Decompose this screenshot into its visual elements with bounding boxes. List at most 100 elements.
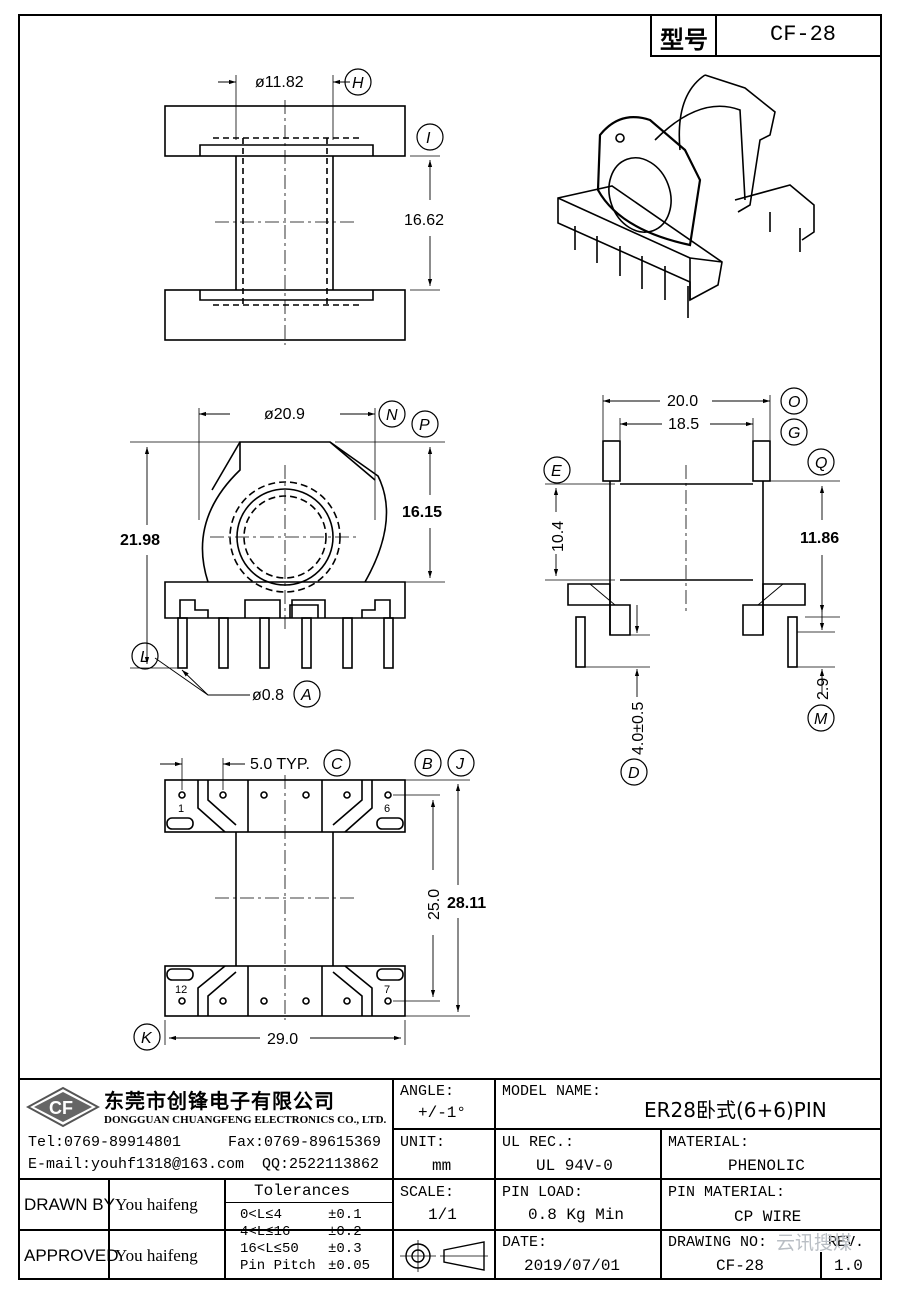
svg-text:Q: Q — [815, 455, 827, 472]
drawing-no-label: DRAWING NO: — [668, 1234, 768, 1251]
callout-d: D — [620, 758, 648, 786]
svg-text:L: L — [140, 649, 149, 666]
tol-value: ±0.2 — [328, 1224, 362, 1240]
company-email: E-mail:youhf1318@163.com — [28, 1156, 245, 1173]
callout-j: J — [447, 749, 475, 777]
pin-7-label: 7 — [384, 984, 390, 996]
scale-label: SCALE: — [400, 1184, 455, 1201]
dim-bottom-h1: 25.0 — [426, 889, 443, 920]
tol-range: 16<L≤50 — [240, 1241, 299, 1257]
svg-text:E: E — [551, 463, 562, 480]
drawn-by-label: DRAWN BY — [24, 1195, 115, 1214]
svg-text:D: D — [628, 765, 640, 782]
watermark: 云讯搜煤 — [776, 1232, 853, 1254]
model-label: 型号 — [660, 26, 708, 54]
approved-label: APPROVED — [24, 1246, 119, 1265]
svg-text:I: I — [426, 130, 431, 147]
company-fax: Fax:0769-89615369 — [228, 1134, 382, 1151]
svg-text:O: O — [788, 394, 800, 411]
date-value: 2019/07/01 — [524, 1257, 621, 1275]
svg-text:H: H — [352, 75, 364, 92]
callout-g: G — [780, 418, 808, 446]
tolerances-title: Tolerances — [254, 1182, 351, 1200]
pin-12-label: 12 — [175, 984, 187, 996]
callout-c: C — [323, 749, 351, 777]
dim-front-h2: 16.15 — [402, 504, 442, 521]
pin-material-label: PIN MATERIAL: — [668, 1184, 786, 1201]
technical-drawing: ø11.82 16.62 ø20.9 21.98 16.15 ø0.8 20.0… — [120, 68, 840, 1051]
isometric-view — [557, 74, 815, 318]
callout-l: L — [131, 642, 159, 670]
dim-side-pin2: 2.9 — [815, 678, 832, 700]
callout-m: M — [807, 704, 835, 732]
bottom-view — [160, 758, 470, 1045]
callout-q: Q — [807, 448, 835, 476]
callout-h: H — [344, 68, 372, 96]
pin-6-label: 6 — [384, 803, 390, 815]
dim-side-pin: 4.0±0.5 — [630, 702, 647, 755]
pin-load-value: 0.8 Kg Min — [528, 1206, 625, 1224]
dim-front-dia: ø20.9 — [264, 406, 305, 423]
svg-text:C: C — [331, 756, 343, 773]
header-divider — [715, 14, 717, 57]
model-header-box — [650, 14, 882, 57]
angle-value: +/-1° — [418, 1104, 467, 1122]
drawing-frame — [18, 14, 882, 1280]
callout-b: B — [414, 749, 442, 777]
material-label: MATERIAL: — [668, 1134, 750, 1151]
dim-bottom-w: 29.0 — [267, 1031, 298, 1048]
tol-value: ±0.05 — [328, 1258, 371, 1274]
material-value: PHENOLIC — [728, 1157, 805, 1175]
tol-range: 4<L≤16 — [240, 1224, 291, 1240]
dim-pin-dia: ø0.8 — [252, 687, 284, 704]
dim-side-h2: 11.86 — [800, 530, 839, 547]
pin-load-label: PIN LOAD: — [502, 1184, 584, 1201]
dim-bottom-pitch: 5.0 TYP. — [250, 756, 310, 773]
unit-label: UNIT: — [400, 1134, 446, 1151]
tol-value: ±0.3 — [328, 1241, 362, 1257]
rev-value: 1.0 — [834, 1257, 863, 1275]
unit-value: mm — [432, 1157, 452, 1175]
model-name-label: MODEL NAME: — [502, 1083, 602, 1100]
callout-o: O — [780, 387, 808, 415]
svg-text:B: B — [422, 756, 433, 773]
pin-1-label: 1 — [178, 803, 184, 815]
tol-range: Pin Pitch — [240, 1258, 316, 1274]
side-view — [545, 395, 840, 697]
company-name-cn: 东莞市创锋电子有限公司 — [104, 1089, 335, 1113]
callout-i: I — [416, 123, 444, 151]
svg-text:P: P — [419, 417, 430, 434]
dim-top-dia: ø11.82 — [255, 74, 304, 91]
company-name-en: DONGGUAN CHUANGFENG ELECTRONICS CO., LTD… — [104, 1114, 387, 1126]
callout-n: N — [378, 400, 406, 428]
scale-value: 1/1 — [428, 1206, 457, 1224]
company-qq: QQ:2522113862 — [262, 1156, 380, 1173]
projection-symbol — [400, 1240, 488, 1272]
front-view — [130, 408, 445, 696]
dim-side-w1: 20.0 — [667, 393, 698, 410]
model-name-value: ER28卧式(6+6)PIN — [644, 1098, 827, 1122]
svg-text:J: J — [455, 756, 465, 773]
svg-text:G: G — [788, 425, 800, 442]
drawing-no-value: CF-28 — [716, 1257, 765, 1275]
svg-text:M: M — [814, 711, 828, 728]
svg-text:A: A — [300, 687, 312, 704]
callout-e: E — [543, 456, 571, 484]
drawn-by-value: You haifeng — [115, 1195, 198, 1214]
company-logo: CF — [26, 1086, 100, 1128]
approved-value: You haifeng — [115, 1246, 198, 1265]
company-tel: Tel:0769-89914801 — [28, 1134, 182, 1151]
angle-label: ANGLE: — [400, 1083, 455, 1100]
rev-label: REV. — [828, 1234, 865, 1251]
tol-value: ±0.1 — [328, 1207, 362, 1223]
model-value: CF-28 — [770, 22, 837, 47]
pin-material-value: CP WIRE — [734, 1208, 802, 1226]
ul-label: UL REC.: — [502, 1134, 575, 1151]
callout-a: A — [293, 680, 321, 708]
date-label: DATE: — [502, 1234, 548, 1251]
tol-range: 0<L≤4 — [240, 1207, 283, 1223]
svg-text:K: K — [141, 1030, 153, 1047]
dim-bottom-h2: 28.11 — [447, 895, 486, 912]
dim-side-w2: 18.5 — [668, 416, 699, 433]
top-view — [164, 75, 440, 345]
